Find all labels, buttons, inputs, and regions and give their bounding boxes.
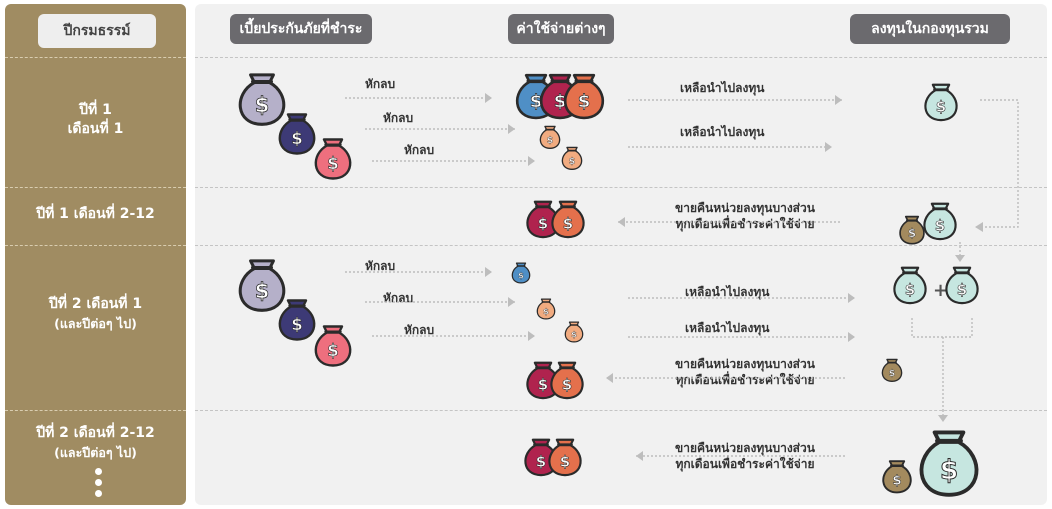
deduct-label: หักลบ <box>365 77 396 91</box>
invest-remaining-label: เหลือนำไปลงทุน <box>680 125 765 139</box>
invest-remaining-label: เหลือนำไปลงทุน <box>680 81 765 95</box>
continuation-dots <box>95 468 103 501</box>
plus-sign: + <box>933 280 949 301</box>
header-fund: ลงทุนในกองทุนรวม <box>850 14 1010 44</box>
period-column <box>5 4 186 505</box>
deduct-label: หักลบ <box>383 291 414 305</box>
row-label-year1-month1: ปีที่ 1 เดือนที่ 1 <box>5 101 186 139</box>
header-expenses: ค่าใช้จ่ายต่างๆ <box>508 14 614 44</box>
row-label-year2-months: ปีที่ 2 เดือนที่ 2-12 (และปีต่อๆ ไป) <box>5 424 186 462</box>
row-label-line: ปีที่ 2 เดือนที่ 2-12 <box>36 425 155 441</box>
redeem-line: ทุกเดือนเพื่อชำระค่าใช้จ่าย <box>675 457 815 471</box>
flow-panel <box>195 4 1047 505</box>
divider <box>5 245 186 246</box>
row-label-line: ปีที่ 1 เดือนที่ 2-12 <box>36 206 155 222</box>
row-label-line: เดือนที่ 1 <box>67 121 124 137</box>
redeem-line: ขายคืนหน่วยลงทุนบางส่วน <box>675 441 815 455</box>
divider <box>195 410 1047 411</box>
redeem-line: ขายคืนหน่วยลงทุนบางส่วน <box>675 201 815 215</box>
divider <box>5 187 186 188</box>
redeem-line: ทุกเดือนเพื่อชำระค่าใช้จ่าย <box>675 217 815 231</box>
divider <box>5 57 186 58</box>
divider <box>5 410 186 411</box>
deduct-label: หักลบ <box>383 111 414 125</box>
deduct-label: หักลบ <box>365 259 396 273</box>
row-label-year1-months: ปีที่ 1 เดือนที่ 2-12 <box>5 205 186 224</box>
row-label-line: ปีที่ 2 เดือนที่ 1 <box>48 296 143 312</box>
redeem-label: ขายคืนหน่วยลงทุนบางส่วน ทุกเดือนเพื่อชำร… <box>645 440 845 472</box>
divider <box>195 245 1047 246</box>
invest-remaining-label: เหลือนำไปลงทุน <box>685 285 770 299</box>
deduct-label: หักลบ <box>404 143 435 157</box>
redeem-label: ขายคืนหน่วยลงทุนบางส่วน ทุกเดือนเพื่อชำร… <box>645 356 845 388</box>
row-label-line: ปีที่ 1 <box>79 102 112 118</box>
redeem-label: ขายคืนหน่วยลงทุนบางส่วน ทุกเดือนเพื่อชำร… <box>645 200 845 232</box>
redeem-line: ทุกเดือนเพื่อชำระค่าใช้จ่าย <box>675 373 815 387</box>
header-policy-year: ปีกรมธรรม์ <box>38 14 156 48</box>
invest-remaining-label: เหลือนำไปลงทุน <box>685 321 770 335</box>
divider <box>195 187 1047 188</box>
row-label-year2-month1: ปีที่ 2 เดือนที่ 1 (และปีต่อๆ ไป) <box>5 295 186 333</box>
divider <box>195 57 1047 58</box>
header-premium: เบี้ยประกันภัยที่ชำระ <box>230 14 372 44</box>
redeem-line: ขายคืนหน่วยลงทุนบางส่วน <box>675 357 815 371</box>
deduct-label: หักลบ <box>404 323 435 337</box>
row-label-sub: (และปีต่อๆ ไป) <box>54 316 137 331</box>
row-label-sub: (และปีต่อๆ ไป) <box>54 445 137 460</box>
